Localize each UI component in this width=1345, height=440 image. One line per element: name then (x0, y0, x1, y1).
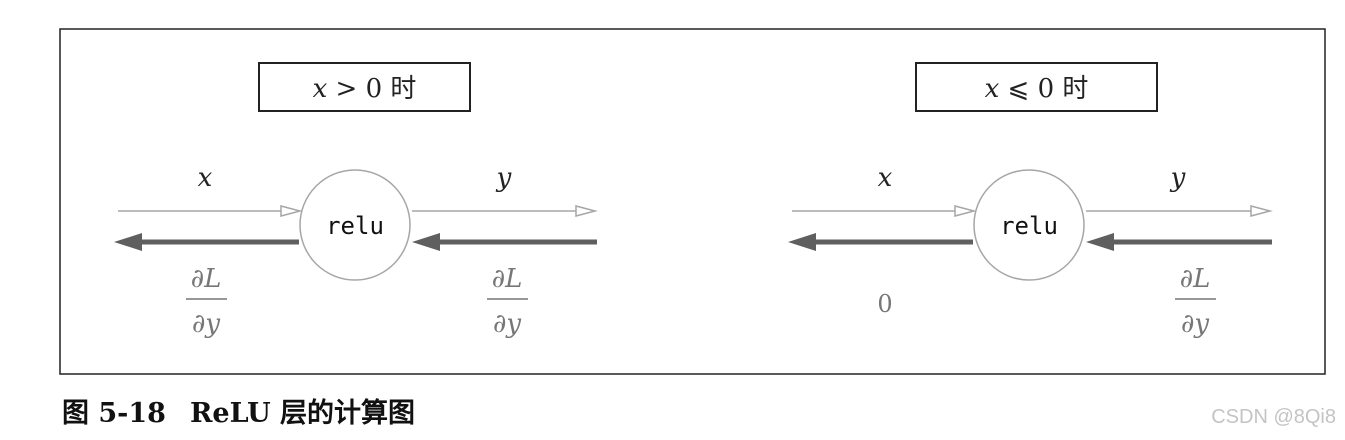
downstream-gradient-zero: 0 (877, 290, 892, 318)
condition-text: > 0 时 (327, 74, 416, 104)
condition-variable: x (985, 74, 1000, 104)
condition-label: x > 0 时 (313, 74, 417, 104)
downstream-gradient: ∂L ∂y (186, 264, 227, 339)
backward-upstream-arrow (1086, 233, 1272, 251)
output-label: y (496, 163, 512, 193)
figure-title: ReLU 层的计算图 (190, 397, 415, 429)
forward-output-arrow (1086, 205, 1273, 217)
relu-node (973, 169, 1085, 281)
input-label: x (878, 163, 893, 193)
condition-variable: x (313, 74, 328, 104)
figure-frame (59, 28, 1326, 375)
backward-downstream-arrow (114, 233, 299, 251)
downstream-gradient-numerator: ∂L (191, 264, 222, 294)
output-label: y (1170, 163, 1186, 193)
downstream-gradient-denominator: ∂y (192, 309, 220, 339)
upstream-gradient-numerator: ∂L (492, 264, 523, 294)
csdn-watermark: CSDN @8Qi8 (1211, 406, 1336, 428)
relu-node-label: relu (326, 212, 384, 240)
condition-box (258, 62, 471, 112)
relu-node-label: relu (1000, 212, 1058, 240)
relu-node (299, 169, 411, 281)
backward-upstream-arrow (412, 233, 597, 251)
panel-x-positive: x > 0 时 x y relu ∂L ∂y (114, 62, 598, 339)
forward-input-arrow (792, 205, 977, 217)
condition-label: x ⩽ 0 时 (985, 74, 1089, 104)
forward-input-arrow (118, 205, 303, 217)
panel-x-nonpositive: x ⩽ 0 时 x y relu 0 ∂L ∂y (788, 62, 1273, 339)
upstream-gradient: ∂L ∂y (1175, 264, 1216, 339)
backward-downstream-arrow (788, 233, 973, 251)
forward-output-arrow (412, 205, 598, 217)
upstream-gradient-denominator: ∂y (493, 309, 521, 339)
condition-text: ⩽ 0 时 (999, 74, 1088, 104)
upstream-gradient-numerator: ∂L (1180, 264, 1211, 294)
figure-caption: 图 5-18 ReLU 层的计算图 (62, 397, 415, 429)
input-label: x (198, 163, 213, 193)
upstream-gradient: ∂L ∂y (487, 264, 528, 339)
figure-number: 图 5-18 (62, 398, 166, 429)
condition-box (915, 62, 1158, 112)
upstream-gradient-denominator: ∂y (1181, 309, 1209, 339)
